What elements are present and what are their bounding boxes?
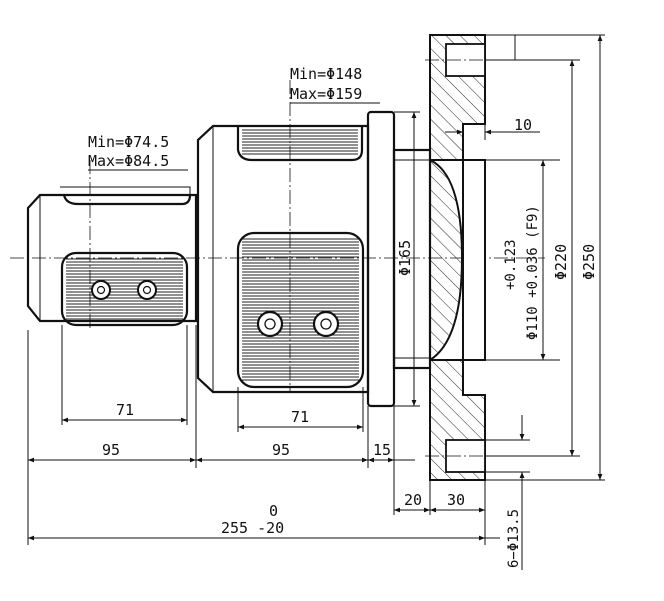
middle-housing: [196, 124, 370, 394]
fit-lower-label: Φ110 +0.036 (F9): [525, 205, 541, 340]
total-length-label: 255 -20: [221, 519, 284, 537]
front-bolt-right: [137, 280, 157, 300]
housing-max-label: Max=Φ159: [290, 85, 362, 103]
housing-min-label: Min=Φ148: [290, 65, 362, 83]
spigot-diameter-label: Φ165: [396, 240, 414, 276]
middle-fin-block: [236, 231, 365, 389]
flange-width-label: 30: [447, 491, 465, 509]
large-block-length-label: 71: [291, 408, 309, 426]
front-section-label: 95: [102, 441, 120, 459]
middle-bolt-left: [256, 310, 284, 338]
fit-upper-label: +0.123: [503, 239, 519, 290]
bore-min-label: Min=Φ74.5: [88, 133, 169, 151]
front-housing: [26, 186, 198, 323]
front-bolt-left: [91, 280, 111, 300]
bolt-holes-label: 6−Φ13.5: [506, 509, 522, 568]
small-block-length-label: 71: [116, 401, 134, 419]
middle-section-label: 95: [272, 441, 290, 459]
front-fin-block: [60, 251, 189, 327]
middle-bolt-right: [312, 310, 340, 338]
diameter-250-label: Φ250: [580, 244, 598, 280]
flange-thickness-label: 10: [514, 116, 532, 134]
extension-lines: [27, 35, 516, 545]
flange-gap-label: 15: [373, 441, 391, 459]
bore-max-label: Max=Φ84.5: [88, 152, 169, 170]
diameter-220-label: Φ220: [552, 244, 570, 280]
spigot-depth-label: 20: [404, 491, 422, 509]
dimension-lines: [28, 35, 603, 570]
total-tolerance-upper-label: 0: [269, 502, 278, 520]
mounting-flange-section: [425, 34, 530, 481]
